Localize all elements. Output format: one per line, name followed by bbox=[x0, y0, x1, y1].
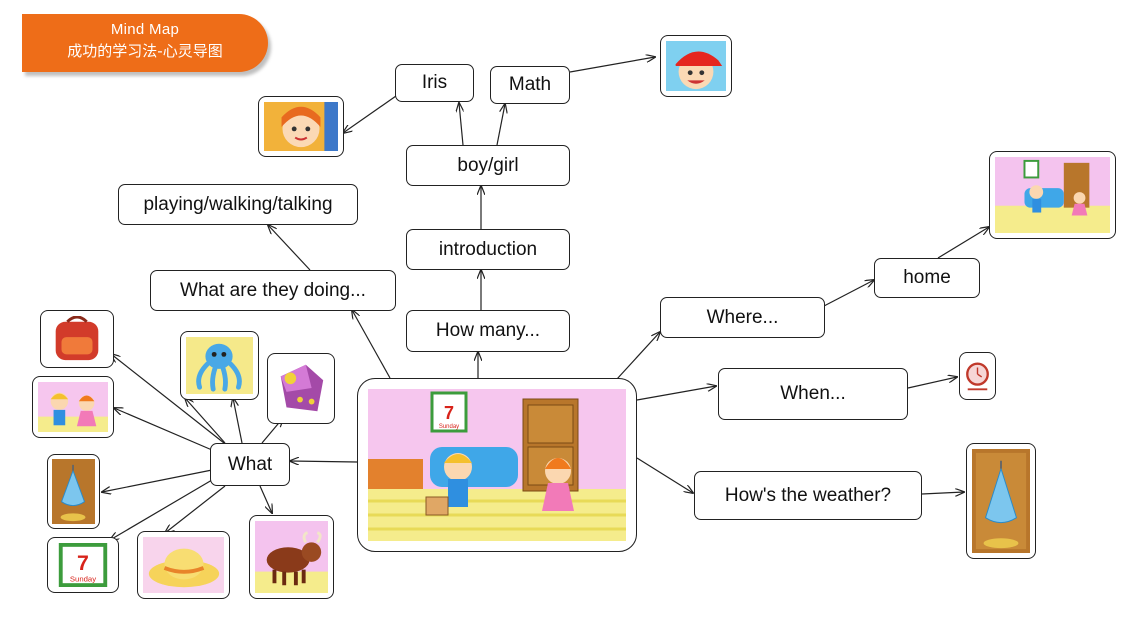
center-calendar: 7 Sunday bbox=[430, 391, 468, 433]
home-room-picture bbox=[989, 151, 1116, 239]
node-home: home bbox=[874, 258, 980, 298]
two-children-picture bbox=[32, 376, 114, 438]
node-math: Math bbox=[490, 66, 570, 104]
svg-text:Sunday: Sunday bbox=[439, 424, 459, 430]
node-introduction: introduction bbox=[406, 229, 570, 270]
umbrella-picture-what bbox=[47, 454, 100, 529]
node-hows-the-weather: How's the weather? bbox=[694, 471, 922, 520]
node-when: When... bbox=[718, 368, 908, 420]
boy-math-picture bbox=[660, 35, 732, 97]
girl-iris-picture bbox=[258, 96, 344, 157]
banner-subtitle: 成功的学习法-心灵导图 bbox=[67, 42, 223, 60]
node-where: Where... bbox=[660, 297, 825, 338]
center-room-scene: 7 Sunday bbox=[357, 378, 637, 552]
backpack-picture bbox=[40, 310, 114, 368]
mind-map-banner: Mind Map 成功的学习法-心灵导图 bbox=[22, 14, 268, 72]
node-how-many: How many... bbox=[406, 310, 570, 352]
node-what: What bbox=[210, 443, 290, 486]
calendar-weekday: Sunday bbox=[70, 574, 96, 583]
clock-picture bbox=[959, 352, 996, 400]
node-playing-walking-talking: playing/walking/talking bbox=[118, 184, 358, 225]
node-boy-girl: boy/girl bbox=[406, 145, 570, 186]
sun-hat-picture bbox=[137, 531, 230, 599]
bull-toy-picture bbox=[249, 515, 334, 599]
octopus-toy-picture bbox=[180, 331, 259, 400]
node-what-are-they-doing: What are they doing... bbox=[150, 270, 396, 311]
calendar-picture: 7 Sunday bbox=[47, 537, 119, 593]
umbrella-picture-weather bbox=[966, 443, 1036, 559]
purple-box-picture bbox=[267, 353, 335, 424]
svg-text:7: 7 bbox=[444, 403, 454, 423]
node-iris: Iris bbox=[395, 64, 474, 102]
calendar-day-number: 7 bbox=[77, 552, 89, 575]
banner-title: Mind Map bbox=[110, 21, 180, 38]
